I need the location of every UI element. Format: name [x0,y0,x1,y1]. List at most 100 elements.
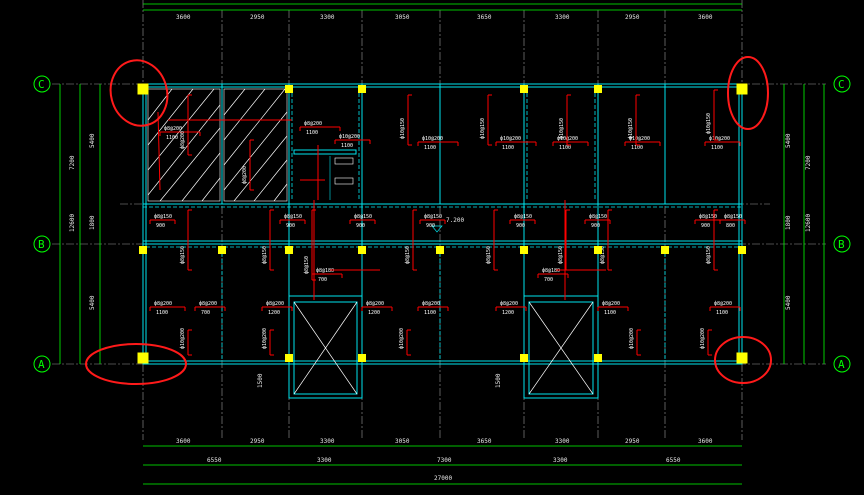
rebar-label: ф8@150 [304,256,310,274]
column [285,85,293,93]
rebar-label: ф8@200 [500,301,518,307]
hatched-slab [147,88,288,202]
rebar-line [157,111,161,191]
rebar-label: 1100 [424,145,436,151]
highlight-corner-c-left [109,59,169,127]
column [594,246,602,254]
rebar-label: 900 [356,223,365,229]
corridor-elevation: 7.200 [431,217,464,233]
rebar-label: ф8@200 [266,301,284,307]
rebar-label: ф8@150 [589,214,607,220]
columns [137,83,748,364]
rebar-label: ф8@150 [284,214,302,220]
axis-b-right: B [838,238,845,251]
rebar-label: 900 [286,223,295,229]
column [594,354,602,362]
rebar-label: 900 [156,223,165,229]
svg-text:12600: 12600 [69,214,76,232]
column [218,246,226,254]
rebar-label: ф8@200 [242,166,248,184]
highlight-corner-c-right [727,56,769,130]
rebar-label: 1100 [716,310,728,316]
rebar-label: 1100 [166,135,178,141]
highlight-corner-a-right [714,336,772,384]
rebar-label: ф10@200 [262,328,268,349]
rebar-label: ф8@150 [154,214,172,220]
svg-text:1800: 1800 [89,215,96,230]
column [520,246,528,254]
svg-text:3300: 3300 [320,438,335,445]
column [139,246,147,254]
rebar-label: ф10@200 [629,328,635,349]
axis-a-right: A [838,358,845,371]
rebar-label: ф10@200 [422,136,443,142]
stair-well-left [288,295,363,399]
rebar-marks: ф8@200 1100 ф8@200 1100 ф10@200 1100 ф10@200 11… [149,89,746,356]
axis-c-left: C [38,78,45,91]
rebar-label: ф10@150 [628,118,634,139]
rebar-label: 1100 [631,145,643,151]
total-length: 27000 [434,475,452,482]
stair-dim-right: 1500 [495,373,502,388]
small-opening [293,149,357,200]
column [285,246,293,254]
svg-text:3600: 3600 [176,14,191,21]
bottom-dimension-chain: 3600 2950 3300 3050 3650 3300 2950 3600 … [143,438,742,485]
column [358,246,366,254]
svg-text:6550: 6550 [666,457,681,464]
svg-text:3300: 3300 [555,14,570,21]
rebar-label: ф10@150 [706,113,712,134]
rebar-label: 1100 [156,310,168,316]
svg-text:3050: 3050 [395,14,410,21]
rebar-label: ф10@150 [559,118,565,139]
rebar-label: 1100 [424,310,436,316]
svg-text:3650: 3650 [477,438,492,445]
svg-text:5400: 5400 [785,295,792,310]
svg-text:2950: 2950 [250,14,265,21]
rebar-label: 1100 [306,130,318,136]
svg-text:3300: 3300 [317,457,332,464]
rebar-label: 1200 [268,310,280,316]
rebar-label: ф8@200 [164,126,182,132]
svg-text:3600: 3600 [698,14,713,21]
rebar-label: ф10@200 [700,328,706,349]
rebar-label: ф10@200 [557,136,578,142]
rebar-label: ф8@150 [405,246,411,264]
right-dimension-chain: 5400 1800 5400 7200 12600 [783,84,825,364]
column [736,83,748,95]
svg-text:1800: 1800 [785,215,792,230]
rebar-label: ф8@150 [699,214,717,220]
rebar-label: ф8@200 [366,301,384,307]
svg-text:3300: 3300 [555,438,570,445]
rebar-label: 900 [701,223,710,229]
stair-well-right [523,295,599,399]
rebar-label: ф10@200 [629,136,650,142]
axis-a-left: A [38,358,45,371]
svg-text:7200: 7200 [805,155,812,170]
rebar-label: ф8@150 [180,246,186,264]
rebar-label: ф8@200 [154,301,172,307]
rebar-label: 700 [201,310,210,316]
svg-text:3600: 3600 [176,438,191,445]
top-dimension-chain: 3600 2950 3300 3050 3650 3300 2950 3600 [143,3,742,21]
rebar-label: ф8@180 [316,268,334,274]
rebar-label: 1100 [604,310,616,316]
svg-text:3300: 3300 [553,457,568,464]
axis-labels-right: C B A [833,75,851,373]
svg-text:7200: 7200 [69,155,76,170]
rebar-label: 700 [318,277,327,283]
rebar-label: ф8@200 [199,301,217,307]
column [358,354,366,362]
axis-c-right: C [838,78,845,91]
rebar-label: ф8@150 [724,214,742,220]
rebar-label: 900 [591,223,600,229]
rebar-label: ф10@200 [180,328,186,349]
beam-outline [142,83,743,365]
highlight-circles [85,56,772,385]
axis-labels-left: C B A [33,75,51,373]
svg-text:6550: 6550 [207,457,222,464]
rebar-label: ф10@200 [339,134,360,140]
rebar-label: 1200 [502,310,514,316]
rebar-label: ф8@200 [422,301,440,307]
column [137,83,149,95]
